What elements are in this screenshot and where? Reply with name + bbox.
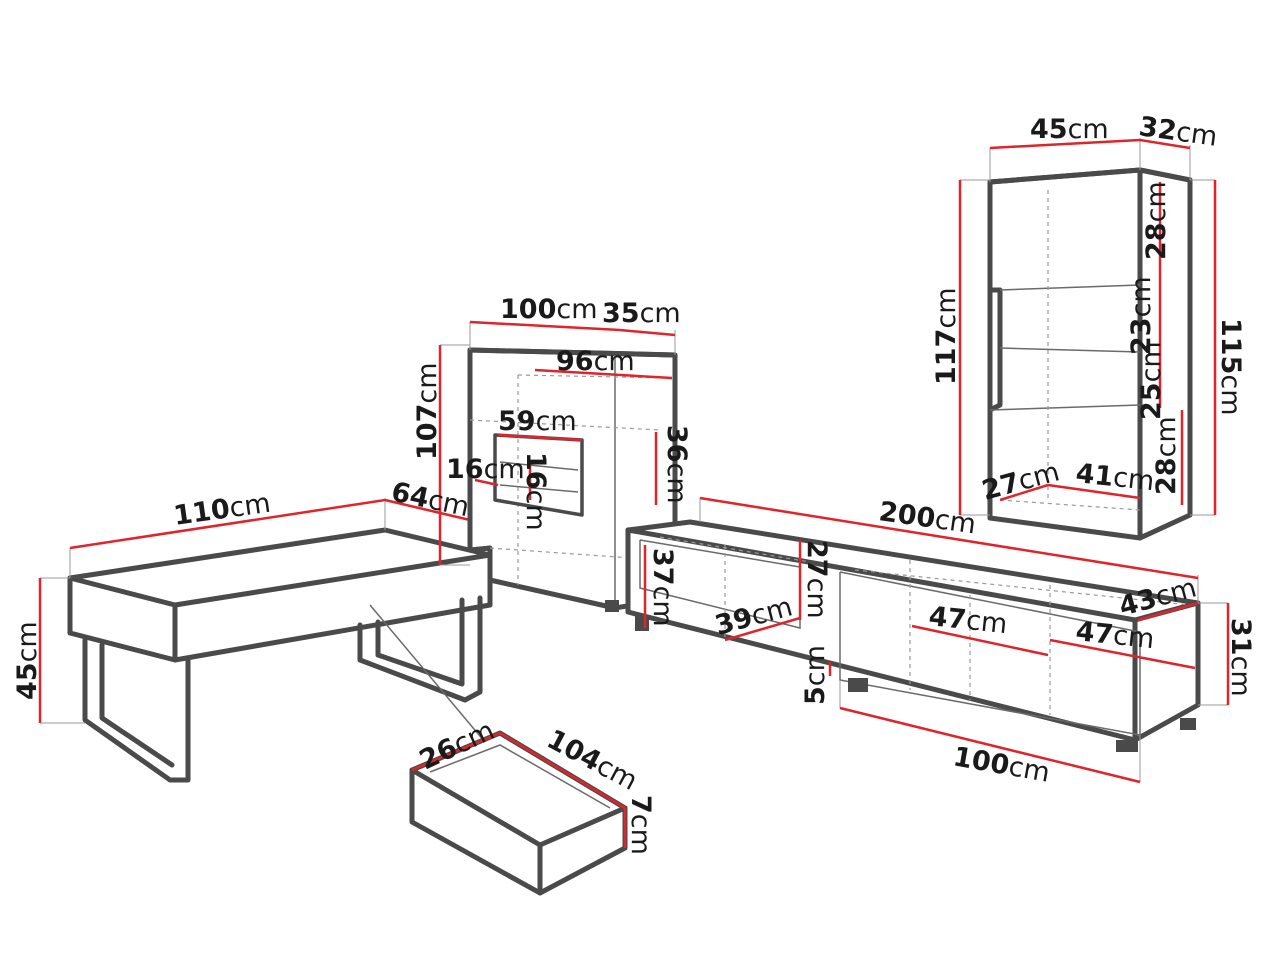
dim-line-26 [411, 731, 501, 772]
label-37: 37cm [647, 548, 678, 627]
label-23: 23cm [1126, 276, 1157, 355]
label-115: 115cm [1215, 318, 1246, 416]
label-27: 27cm [801, 540, 832, 619]
label-100-bottom: 100cm [951, 741, 1052, 788]
label-28-top: 28cm [1141, 181, 1172, 260]
dim-line-59 [497, 433, 583, 442]
label-96: 96cm [556, 346, 635, 377]
label-117: 117cm [931, 287, 962, 385]
label-16w: 16cm [446, 454, 525, 485]
label-107: 107cm [412, 362, 443, 460]
label-5: 5cm [800, 645, 831, 705]
dim-line-100 [469, 320, 621, 332]
dim-line-64 [384, 498, 471, 522]
dim-line-41 [1047, 483, 1141, 500]
dim-line-32 [1139, 138, 1191, 150]
dim-line-27-depth [999, 483, 1049, 502]
label-35: 35cm [602, 298, 681, 329]
wall-showcase [958, 138, 1217, 541]
dim-line-110 [69, 498, 386, 550]
dim-line-104 [499, 731, 626, 810]
dim-line-39 [724, 616, 801, 642]
dim-line-96 [534, 368, 673, 380]
label-47a: 47cm [927, 601, 1009, 640]
dim-line-43 [1137, 601, 1199, 622]
label-16h: 16cm [520, 452, 551, 531]
coffee-table [38, 498, 501, 783]
display-cabinet [438, 320, 678, 612]
dim-line-45w [989, 138, 1141, 150]
label-32: 32cm [1137, 111, 1219, 153]
label-47b: 47cm [1074, 616, 1156, 655]
dim-line-100-bottom [839, 706, 1141, 784]
label-36: 36cm [661, 425, 692, 504]
dim-line-35 [619, 328, 676, 337]
label-110: 110cm [172, 488, 273, 532]
dim-line-16-w [474, 478, 499, 487]
label-31: 31cm [1225, 618, 1256, 697]
dim-line-200 [699, 496, 1199, 580]
dim-line-47a [911, 624, 1049, 657]
drawer [409, 730, 628, 896]
label-7: 7cm [625, 795, 656, 855]
label-100: 100cm [500, 294, 598, 325]
tv-unit [625, 496, 1230, 784]
label-25: 25cm [1136, 341, 1167, 420]
label-28-bottom: 28cm [1151, 416, 1182, 495]
dim-line-47b [1049, 638, 1196, 670]
label-59: 59cm [498, 406, 577, 437]
label-64: 64cm [389, 477, 472, 524]
label-45: 45cm [12, 621, 43, 700]
label-200: 200cm [877, 496, 978, 540]
label-41: 41cm [1074, 458, 1156, 497]
label-45w: 45cm [1030, 114, 1109, 145]
